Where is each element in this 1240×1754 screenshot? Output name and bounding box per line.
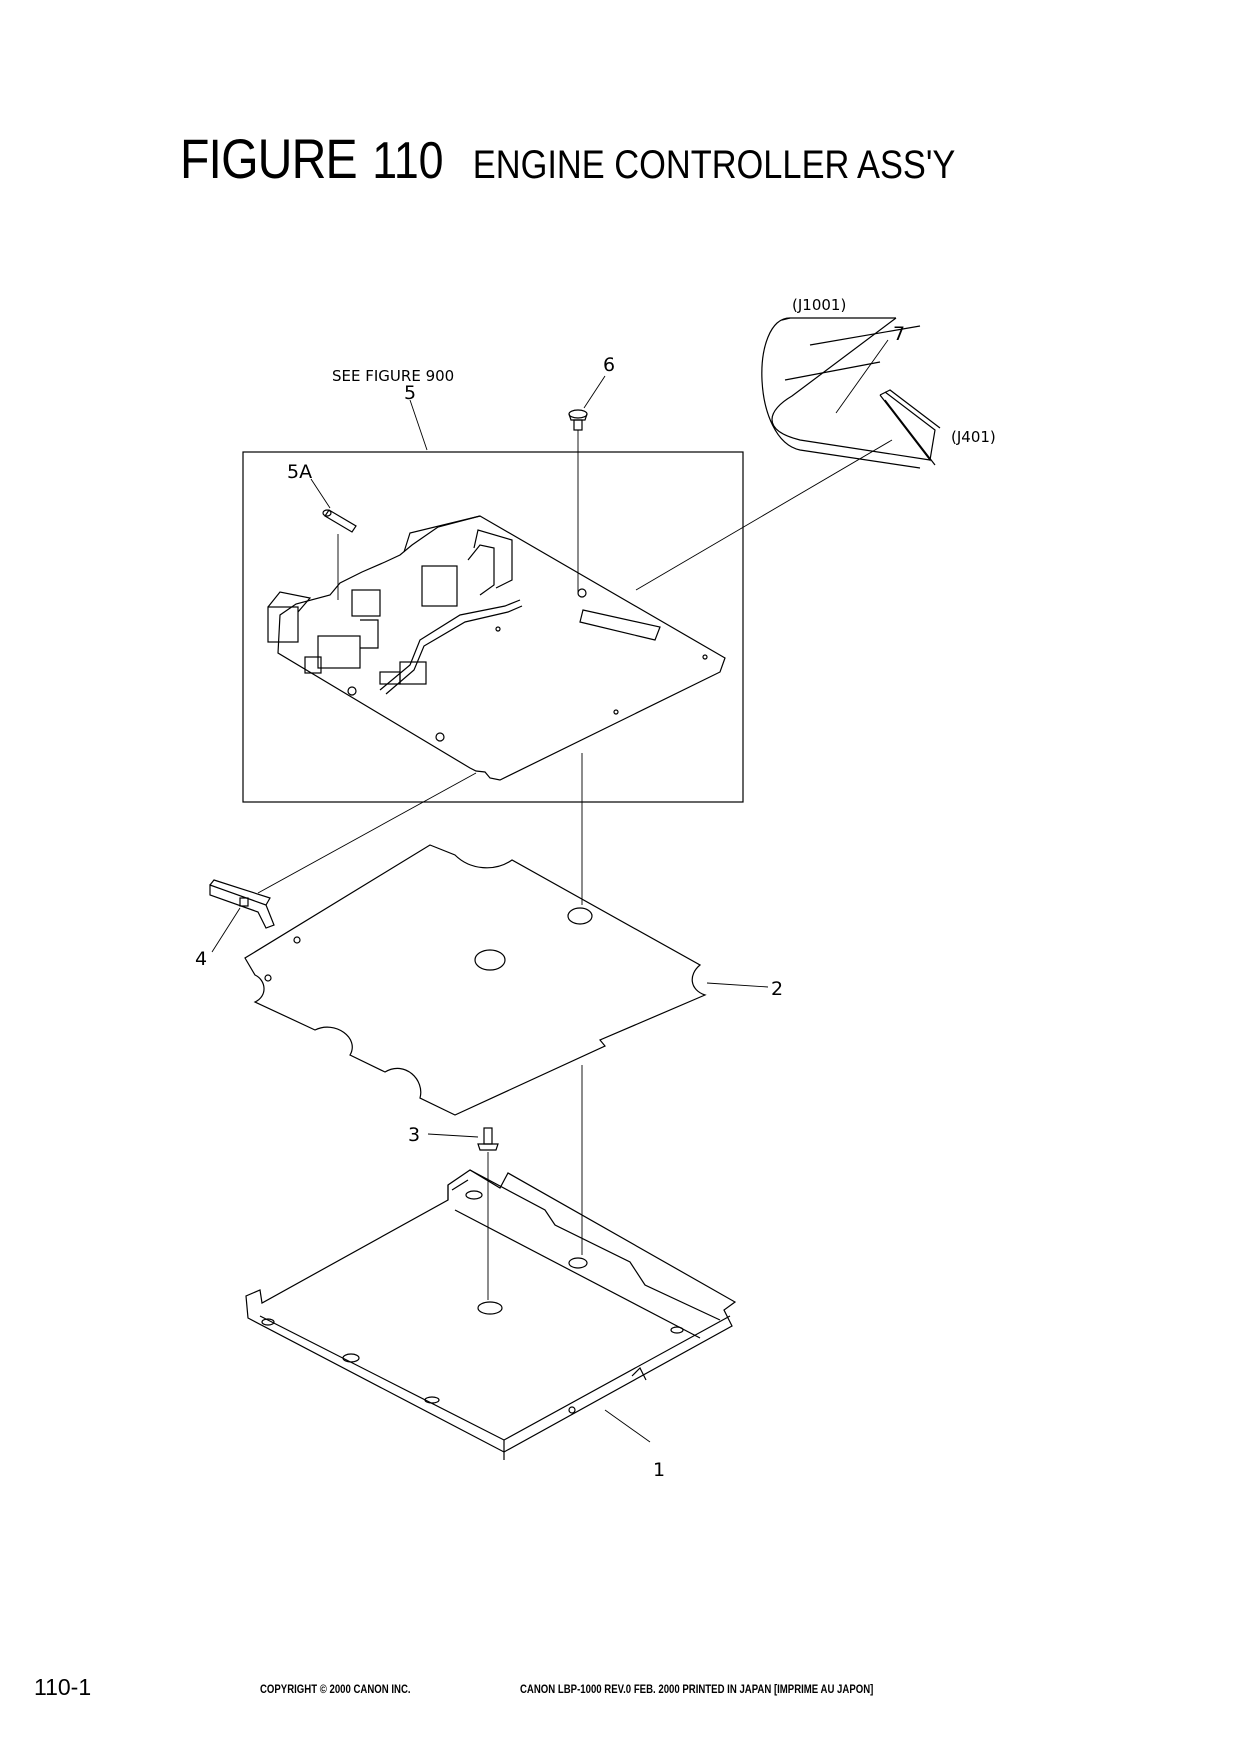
callout-6: 6 — [603, 354, 615, 376]
leader-lines — [211, 339, 889, 1443]
callout-2: 2 — [771, 978, 783, 1000]
flat-cable-part — [761, 317, 941, 469]
callout-4: 4 — [195, 948, 207, 970]
fuse-part — [322, 509, 357, 533]
copyright-notice: COPYRIGHT © 2000 CANON INC. — [260, 1682, 411, 1696]
callout-1: 1 — [653, 1459, 665, 1481]
callout-3: 3 — [408, 1124, 420, 1146]
callout-5: 5 — [404, 382, 416, 404]
figure-name: ENGINE CONTROLLER ASS'Y — [472, 143, 956, 187]
bracket-part — [209, 879, 275, 929]
page-number: 110-1 — [34, 1674, 92, 1700]
connector-j1001-label: (J1001) — [792, 296, 846, 314]
see-figure-note: SEE FIGURE 900 — [332, 367, 454, 385]
assembly-guide-lines — [257, 430, 893, 1300]
insulating-sheet-part — [244, 844, 707, 1116]
figure-word: FIGURE — [180, 127, 358, 190]
base-plate-part — [245, 1169, 737, 1460]
pcb-assembly-box — [242, 451, 744, 803]
print-info: CANON LBP-1000 REV.0 FEB. 2000 PRINTED I… — [520, 1682, 874, 1696]
spacer-part — [477, 1127, 499, 1151]
screw-part — [568, 409, 588, 431]
pcb-board-part — [267, 515, 726, 781]
callout-5a: 5A — [287, 461, 312, 483]
figure-number: 110 — [372, 132, 444, 190]
connector-j401-label: (J401) — [951, 428, 996, 446]
callout-7: 7 — [893, 323, 905, 345]
